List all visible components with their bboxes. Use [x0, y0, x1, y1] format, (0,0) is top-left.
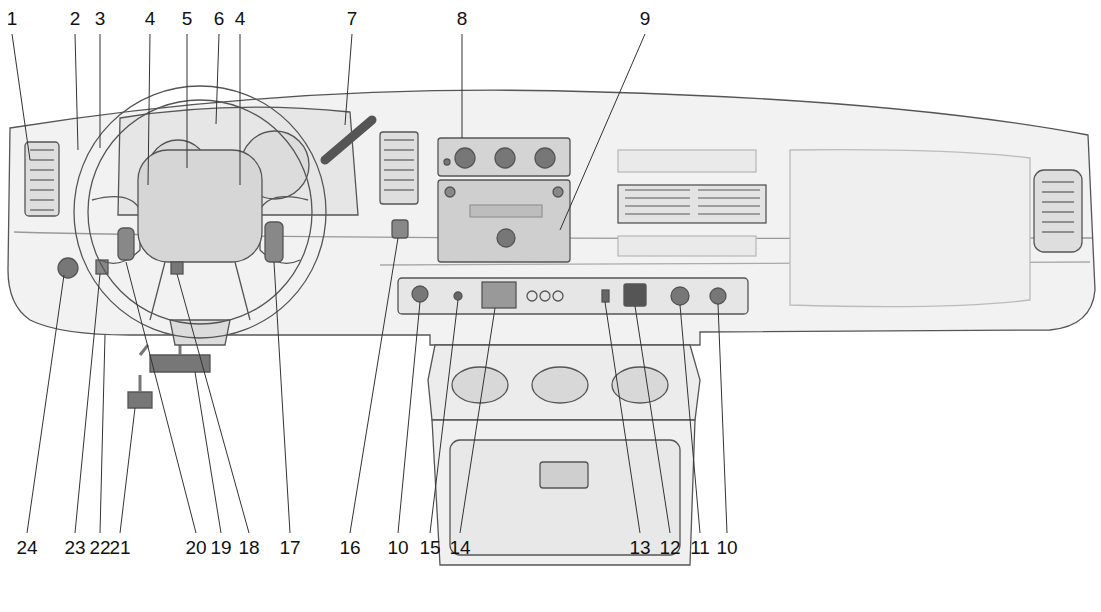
callout-number: 17: [279, 537, 300, 559]
callout-number: 11: [690, 537, 710, 559]
callout-number: 19: [210, 537, 231, 559]
callout-number: 4: [235, 8, 246, 30]
callout-number: 13: [629, 537, 650, 559]
callout-number: 22: [89, 537, 110, 559]
callout-number: 18: [238, 537, 259, 559]
callout-number: 21: [109, 537, 130, 559]
callout-number: 14: [449, 537, 470, 559]
callout-number: 5: [182, 8, 193, 30]
callout-number: 9: [640, 8, 651, 30]
callout-number: 10: [716, 537, 737, 559]
callout-number: 3: [95, 8, 106, 30]
callout-number: 6: [214, 8, 225, 30]
callout-number: 20: [185, 537, 206, 559]
callout-number: 4: [145, 8, 156, 30]
callout-number: 24: [16, 537, 37, 559]
callout-number: 10: [387, 537, 408, 559]
callout-number: 2: [70, 8, 81, 30]
callout-number: 7: [347, 8, 358, 30]
callout-number: 16: [339, 537, 360, 559]
callout-number: 1: [7, 8, 18, 30]
callout-number: 8: [457, 8, 468, 30]
callout-number: 23: [64, 537, 85, 559]
callout-number: 15: [419, 537, 440, 559]
callout-number: 12: [659, 537, 680, 559]
